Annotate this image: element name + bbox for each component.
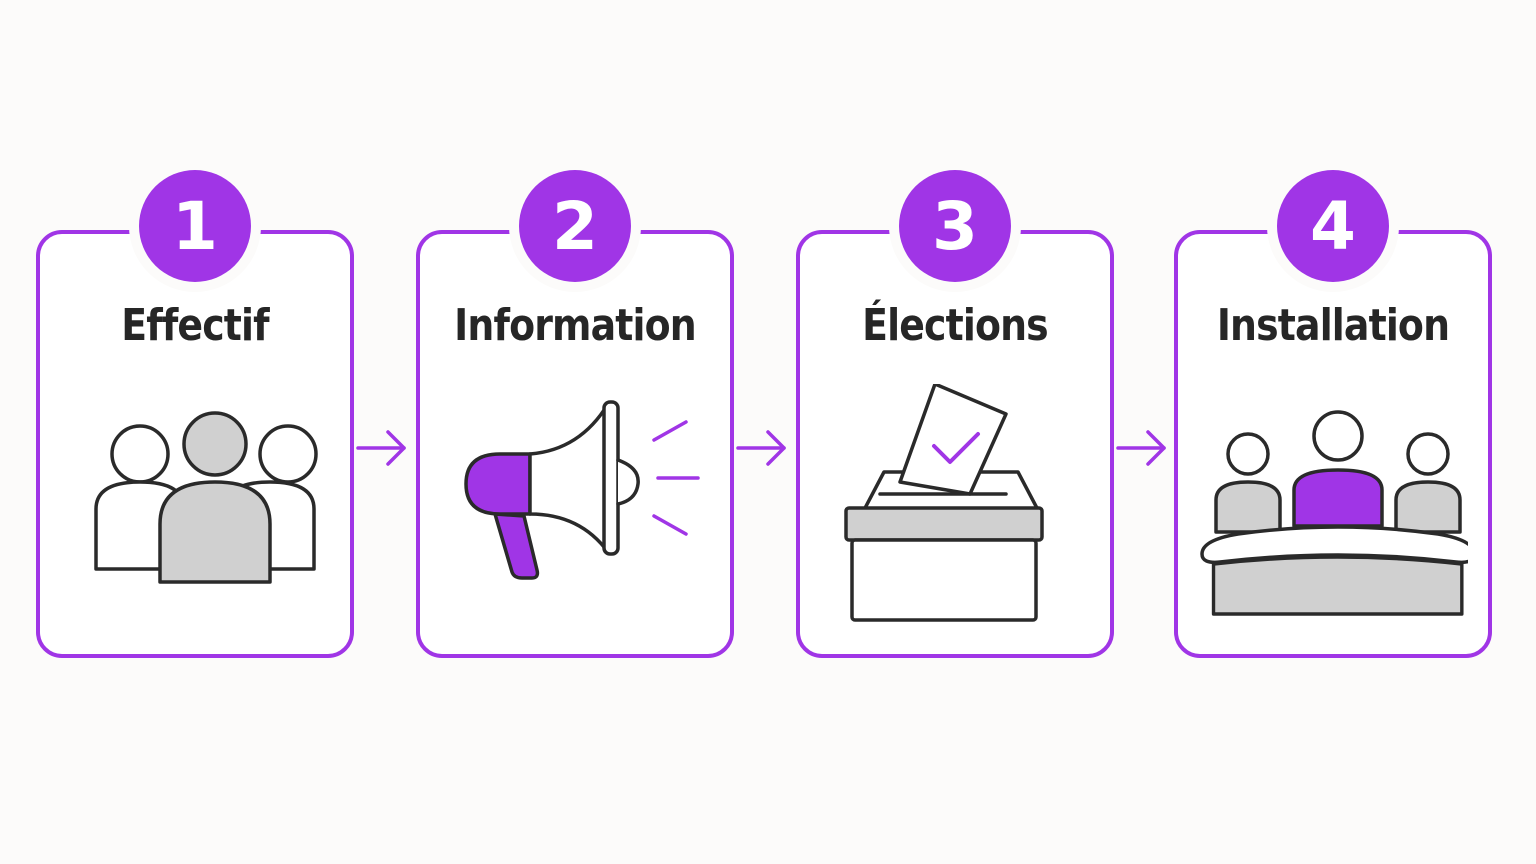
council-table-icon xyxy=(1200,410,1468,616)
arrow-right-icon xyxy=(356,430,406,466)
ballot-box-icon xyxy=(844,384,1044,622)
step-number-badge: 2 xyxy=(519,170,631,282)
step-card-elections: 3 Élections xyxy=(796,170,1114,658)
step-number-badge: 1 xyxy=(139,170,251,282)
arrow-right-icon xyxy=(1116,430,1166,466)
step-number-badge: 3 xyxy=(899,170,1011,282)
step-card-effectif: 1 Effectif xyxy=(36,170,354,658)
arrow-right-icon xyxy=(736,430,786,466)
step-label: Effectif xyxy=(121,300,269,351)
step-card-information: 2 Information xyxy=(416,170,734,658)
step-card-installation: 4 Installation xyxy=(1174,170,1492,658)
step-label: Information xyxy=(454,300,697,351)
megaphone-icon xyxy=(464,400,700,580)
step-number-badge: 4 xyxy=(1277,170,1389,282)
people-group-icon xyxy=(94,411,318,584)
step-label: Élections xyxy=(862,300,1049,351)
step-label: Installation xyxy=(1216,300,1450,351)
